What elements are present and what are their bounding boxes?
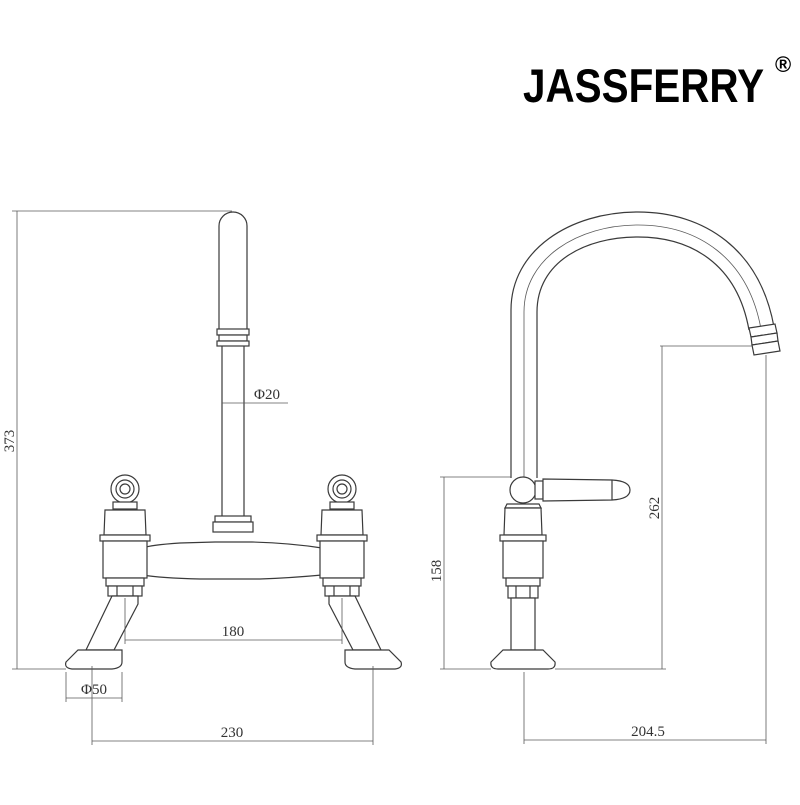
side-body: [490, 476, 631, 670]
dim-handle-spacing: 180: [222, 624, 245, 640]
front-bridge: [142, 541, 323, 580]
dim-handle-height: 158: [429, 560, 445, 583]
dim-spout-reach: 204.5: [631, 724, 665, 740]
side-view: 158 262 204.5: [429, 211, 781, 744]
dim-overall-width: 230: [221, 725, 244, 741]
registered-mark: ®: [775, 52, 792, 77]
dim-spout-outlet-height: 262: [647, 497, 663, 520]
front-dimensions: 373 Φ20 180 Φ50 230: [2, 210, 374, 745]
dim-base-diameter: Φ50: [81, 682, 107, 698]
brand-logo: JASSFERRY: [523, 59, 765, 112]
front-spout: [212, 211, 254, 533]
right-handle: [316, 474, 402, 670]
side-spout: [510, 211, 781, 478]
side-dimensions: 158 262 204.5: [429, 345, 767, 744]
front-view: 373 Φ20 180 Φ50 230: [2, 210, 402, 745]
dim-overall-height: 373: [2, 430, 18, 453]
dim-spout-diameter: Φ20: [254, 387, 280, 403]
